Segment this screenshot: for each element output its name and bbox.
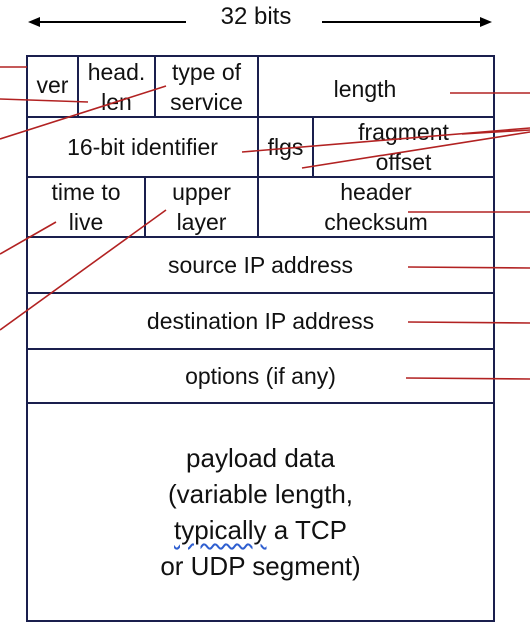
field-fragment-offset-line1: fragment: [358, 119, 449, 145]
field-fragment-offset: fragment offset: [315, 117, 492, 177]
field-time-to-live: time to live: [29, 179, 143, 235]
payload-spellcheck-word: typically: [174, 515, 267, 545]
field-header-checksum: header checksum: [260, 176, 492, 238]
field-ver: ver: [29, 62, 76, 108]
field-ttl-line1: time to: [51, 179, 121, 205]
field-tos-line2: service: [170, 88, 243, 115]
field-ver-label: ver: [36, 72, 69, 98]
field-flags-label: flgs: [267, 134, 304, 160]
field-tos-line1: type of: [171, 58, 242, 85]
field-options: options (if any): [29, 351, 492, 401]
field-source-ip: source IP address: [29, 239, 492, 291]
field-options-label: options (if any): [185, 363, 336, 389]
field-header-checksum-line1: header: [340, 179, 412, 205]
field-identifier: 16-bit identifier: [29, 119, 256, 175]
field-head-len-line1: head.: [87, 58, 146, 85]
field-upper-layer-line2: layer: [176, 209, 227, 235]
bit-width-arrow-left-head: [28, 17, 40, 27]
field-identifier-label: 16-bit identifier: [67, 134, 218, 160]
field-length-label: length: [333, 76, 397, 102]
field-ttl-line2: live: [68, 209, 104, 235]
field-head-len: head. len: [80, 58, 153, 115]
payload-line4: or UDP segment): [160, 551, 361, 581]
bit-width-label: 32 bits: [200, 2, 312, 32]
field-header-checksum-line2: checksum: [324, 209, 428, 235]
payload-line1: payload data: [186, 443, 335, 473]
bit-width-arrow-right-head: [480, 17, 492, 27]
field-payload: payload data (variable length, typically…: [29, 405, 492, 619]
payload-line2: (variable length,: [168, 479, 353, 509]
field-flags: flgs: [260, 119, 311, 175]
field-head-len-line2: len: [101, 88, 132, 115]
field-source-ip-label: source IP address: [168, 252, 353, 278]
field-destination-ip-label: destination IP address: [146, 308, 375, 334]
payload-line3-rest: a TCP: [266, 515, 347, 545]
field-fragment-offset-line2: offset: [375, 149, 432, 175]
field-type-of-service: type of service: [157, 58, 256, 115]
payload-line3: typically a TCP: [174, 512, 347, 548]
bit-width-arrow: [28, 17, 492, 27]
field-destination-ip: destination IP address: [29, 295, 492, 347]
field-upper-layer-line1: upper: [172, 179, 231, 205]
field-length: length: [260, 62, 470, 116]
datagram-outline: [26, 55, 495, 622]
field-upper-layer: upper layer: [147, 179, 256, 235]
